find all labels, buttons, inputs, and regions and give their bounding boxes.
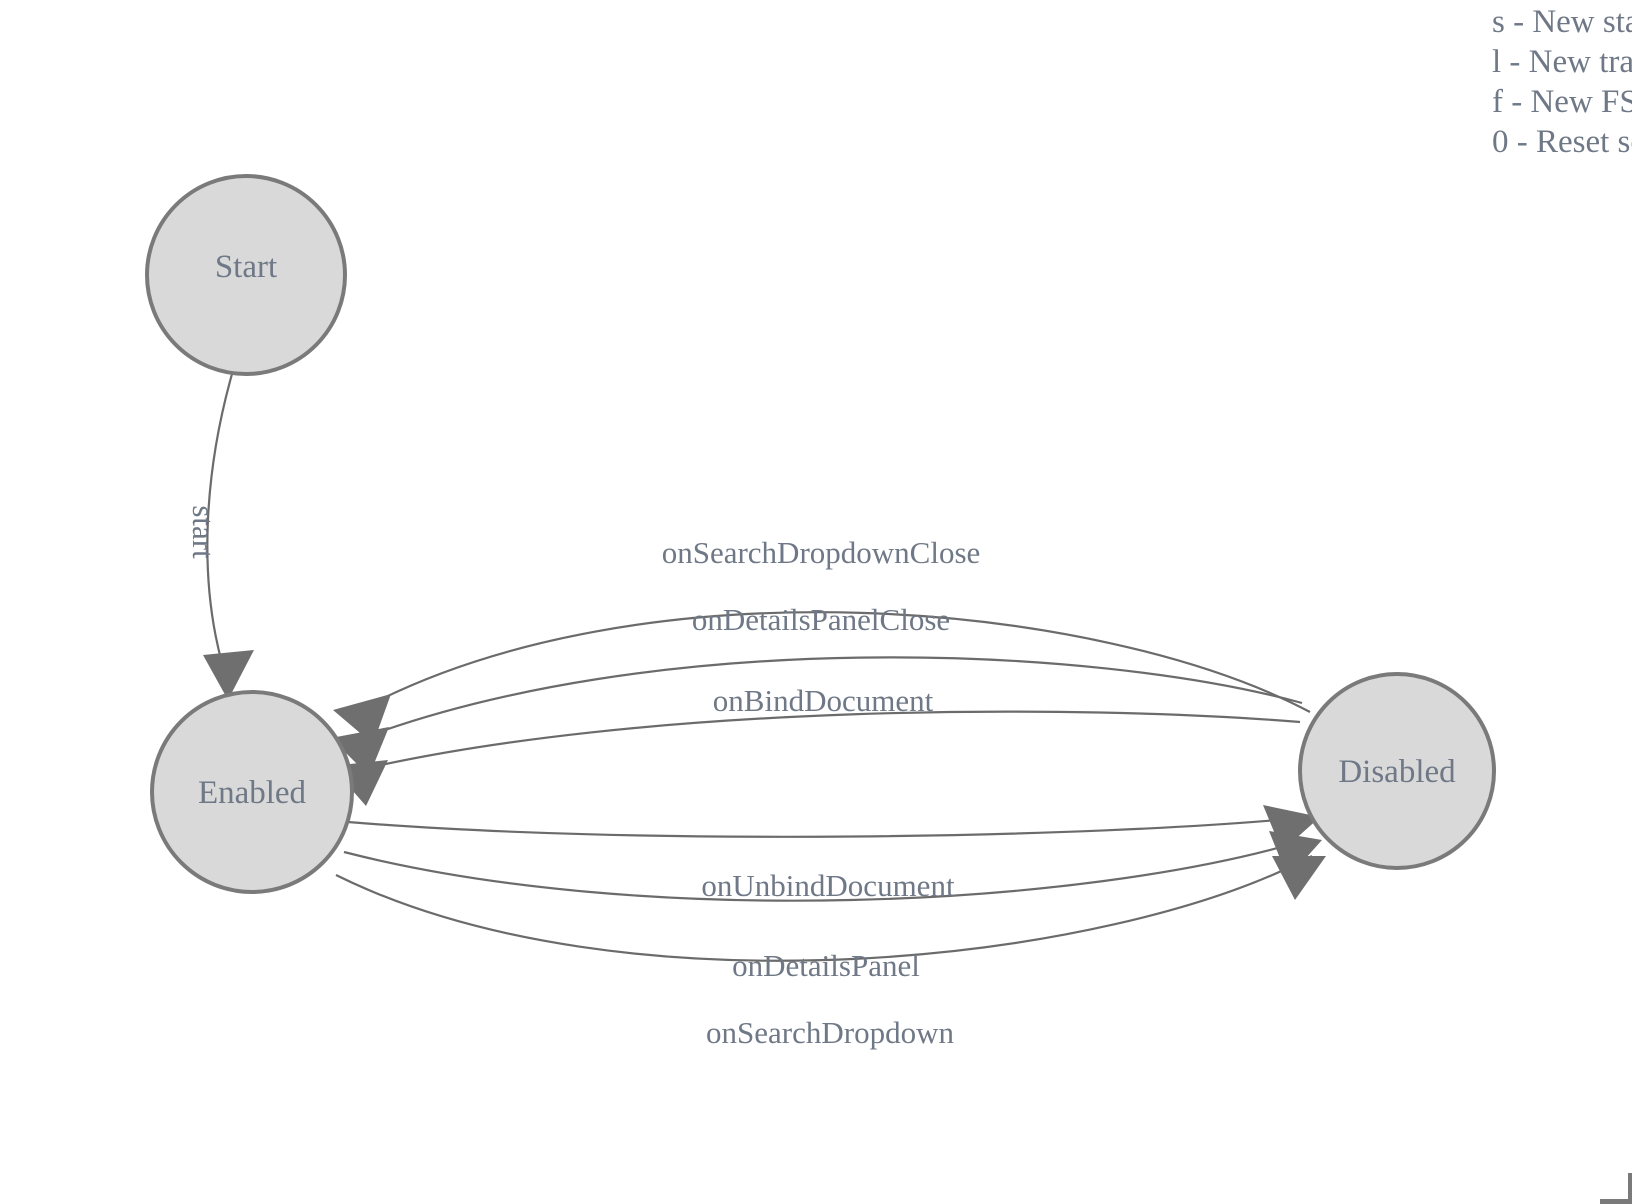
transition-onsearchdropdown-path[interactable]: [335, 855, 1313, 962]
transition-ondetailspanel[interactable]: [343, 831, 1322, 902]
canvas-resize-corner[interactable]: [1600, 1173, 1632, 1204]
transition-onunbinddocument[interactable]: [347, 805, 1320, 851]
state-node-start-circle[interactable]: [145, 174, 347, 376]
transition-onbinddocument-path[interactable]: [349, 710, 1301, 774]
transition-start-arrowhead: [203, 650, 254, 700]
canvas-corner-vertical-rule: [1628, 1173, 1632, 1200]
state-node-disabled-label: Disabled: [1338, 754, 1456, 790]
transition-onsearchdropdownclose-path[interactable]: [357, 611, 1311, 713]
transition-label-onunbinddocument: onUnbindDocument: [701, 868, 955, 903]
state-node-disabled[interactable]: Disabled: [1298, 672, 1496, 870]
transition-label-ondetailspanel: onDetailsPanel: [732, 948, 920, 983]
state-node-enabled-circle[interactable]: [150, 690, 354, 894]
transition-ondetailspanelclose-path[interactable]: [351, 656, 1303, 744]
transition-ondetailspanel-path[interactable]: [343, 838, 1307, 902]
state-node-start-label: Start: [215, 249, 277, 285]
transition-ondetailspanel-arrowhead: [1269, 831, 1322, 878]
state-node-start[interactable]: Start: [145, 174, 347, 376]
transition-start-path[interactable]: [206, 373, 234, 664]
transition-label-onbinddocument: onBindDocument: [713, 683, 934, 718]
transition-start[interactable]: [203, 373, 254, 700]
state-node-disabled-circle[interactable]: [1298, 672, 1496, 870]
transition-onunbinddocument-path[interactable]: [347, 816, 1301, 838]
transition-onsearchdropdown-arrowhead: [1272, 856, 1326, 900]
transition-onsearchdropdown[interactable]: [335, 855, 1326, 962]
transition-label-onsearchdropdownclose: onSearchDropdownClose: [662, 535, 981, 570]
state-node-enabled[interactable]: Enabled: [150, 690, 354, 894]
transition-ondetailspanelclose-arrowhead: [331, 727, 389, 776]
transition-label-ondetailspanelclose: onDetailsPanelClose: [692, 602, 950, 637]
canvas-corner-horizontal-rule: [1600, 1199, 1632, 1204]
transition-label-onsearchdropdown: onSearchDropdown: [706, 1015, 954, 1050]
transition-label-start: start: [186, 505, 221, 559]
transition-onbinddocument[interactable]: [331, 710, 1301, 806]
state-node-enabled-label: Enabled: [198, 775, 307, 811]
transition-ondetailspanelclose[interactable]: [331, 656, 1303, 776]
